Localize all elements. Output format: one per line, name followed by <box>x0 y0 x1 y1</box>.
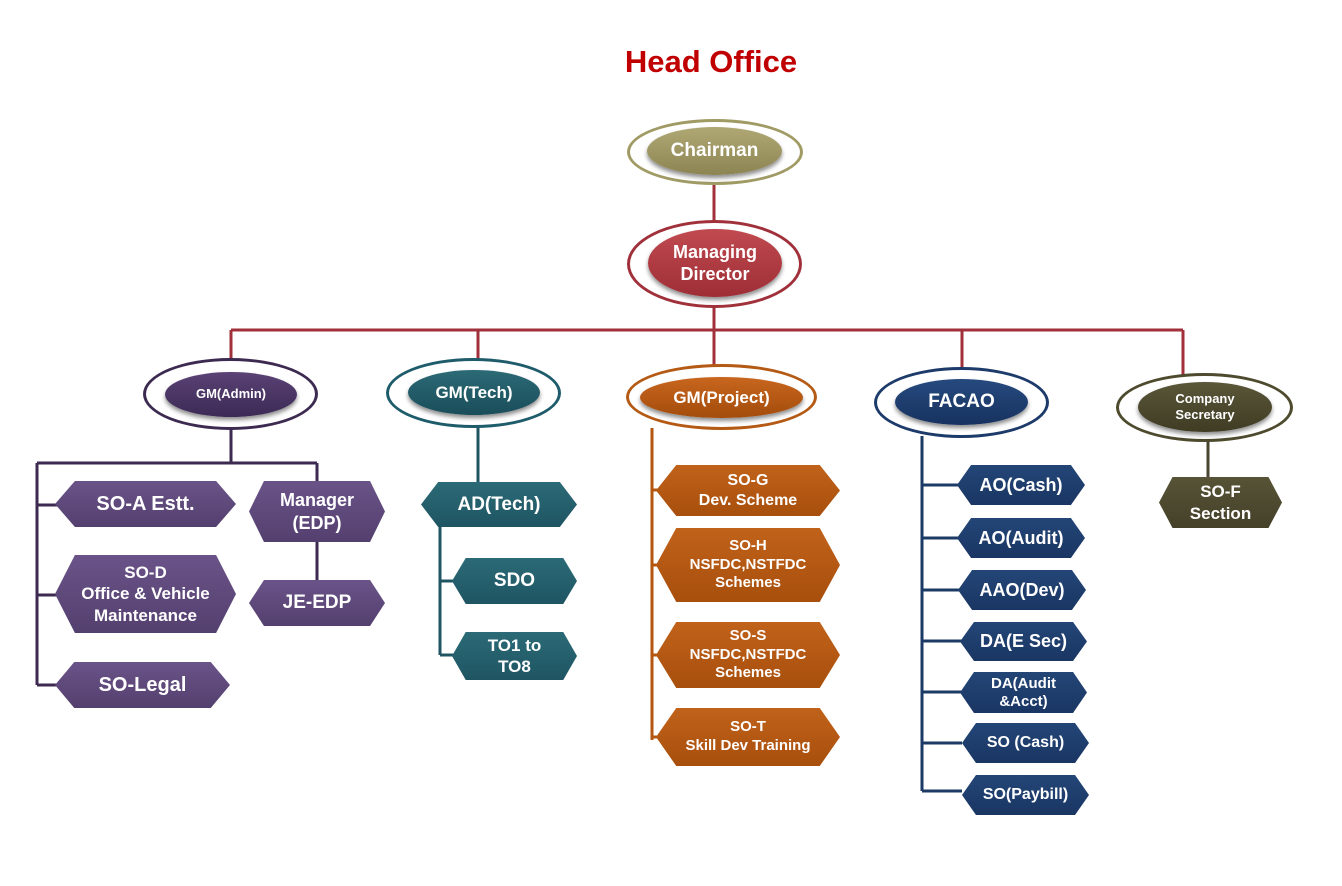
da-audit-label-1: DA(Audit <box>991 675 1056 693</box>
so-s-label: SO-S <box>729 626 767 644</box>
so-d-label: SO-D <box>124 563 167 583</box>
je-edp-label: JE-EDP <box>282 592 352 614</box>
facao-label: FACAO <box>928 391 995 413</box>
chart-title: Head Office <box>624 44 798 79</box>
so-s-desc-1: NSFDC,NSTFDC <box>689 645 807 663</box>
to-label-1: TO1 to <box>487 635 542 655</box>
ao-audit-label: AO(Audit) <box>978 527 1064 548</box>
ao-cash-label: AO(Cash) <box>979 474 1063 495</box>
so-t-node[interactable]: SO-T Skill Dev Training <box>656 708 840 766</box>
so-h-desc-1: NSFDC,NSTFDC <box>689 555 807 573</box>
so-cash-node[interactable]: SO (Cash) <box>962 723 1089 763</box>
so-h-desc-2: Schemes <box>715 574 781 592</box>
so-a-estt-node[interactable]: SO-A Estt. <box>55 481 236 527</box>
so-legal-node[interactable]: SO-Legal <box>55 662 230 708</box>
manager-edp-label-2: (EDP) <box>292 512 342 533</box>
manager-edp-label-1: Manager <box>279 490 355 510</box>
da-audit-acct-node[interactable]: DA(Audit &Acct) <box>960 672 1087 713</box>
ad-tech-label: AD(Tech) <box>457 493 541 515</box>
da-audit-label-2: &Acct) <box>999 692 1048 710</box>
facao-node[interactable]: FACAO <box>895 379 1028 425</box>
md-label: Managing Director <box>673 241 757 285</box>
so-d-desc-2: Maintenance <box>94 605 197 625</box>
so-a-estt-label: SO-A Estt. <box>96 492 195 515</box>
gm-tech-node[interactable]: GM(Tech) <box>408 370 540 415</box>
je-edp-node[interactable]: JE-EDP <box>249 580 385 626</box>
ad-tech-node[interactable]: AD(Tech) <box>421 482 577 527</box>
so-h-label: SO-H <box>729 536 767 554</box>
so-g-node[interactable]: SO-G Dev. Scheme <box>656 465 840 516</box>
so-d-desc-1: Office & Vehicle <box>81 584 210 604</box>
so-h-node[interactable]: SO-H NSFDC,NSTFDC Schemes <box>656 528 840 602</box>
so-cash-label: SO (Cash) <box>986 734 1065 751</box>
gm-admin-label: GM(Admin) <box>195 386 267 402</box>
so-g-label: SO-G <box>727 471 769 489</box>
to-label-2: TO8 <box>498 657 531 676</box>
gm-project-node[interactable]: GM(Project) <box>640 377 803 418</box>
gm-tech-label: GM(Tech) <box>435 382 513 402</box>
chairman-label: Chairman <box>670 140 759 162</box>
so-paybill-node[interactable]: SO(Paybill) <box>962 775 1089 815</box>
da-esec-label: DA(E Sec) <box>979 631 1068 652</box>
so-f-node[interactable]: SO-F Section <box>1159 477 1282 528</box>
to1-to8-node[interactable]: TO1 to TO8 <box>452 632 577 680</box>
so-s-node[interactable]: SO-S NSFDC,NSTFDC Schemes <box>656 622 840 688</box>
so-f-label-2: Section <box>1189 503 1252 523</box>
so-d-node[interactable]: SO-D Office & Vehicle Maintenance <box>55 555 236 633</box>
gm-project-label: GM(Project) <box>673 387 770 407</box>
aao-dev-node[interactable]: AAO(Dev) <box>958 570 1086 610</box>
gm-admin-node[interactable]: GM(Admin) <box>165 372 297 417</box>
managing-director-node[interactable]: Managing Director <box>648 229 782 297</box>
company-secretary-label: Company Secretary <box>1175 390 1235 422</box>
so-t-desc: Skill Dev Training <box>685 737 811 754</box>
aao-dev-label: AAO(Dev) <box>979 579 1065 600</box>
so-legal-label: SO-Legal <box>98 673 187 696</box>
sdo-node[interactable]: SDO <box>452 558 577 604</box>
sdo-label: SDO <box>493 570 536 592</box>
so-s-desc-2: Schemes <box>715 664 781 682</box>
so-t-label: SO-T <box>730 718 766 736</box>
manager-edp-node[interactable]: Manager (EDP) <box>249 481 385 542</box>
ao-audit-node[interactable]: AO(Audit) <box>957 518 1085 558</box>
company-secretary-node[interactable]: Company Secretary <box>1138 382 1272 432</box>
chairman-node[interactable]: Chairman <box>647 127 782 175</box>
so-paybill-label: SO(Paybill) <box>982 786 1069 803</box>
so-g-desc: Dev. Scheme <box>698 491 798 509</box>
ao-cash-node[interactable]: AO(Cash) <box>957 465 1085 505</box>
so-f-label-1: SO-F <box>1200 482 1241 502</box>
da-esec-node[interactable]: DA(E Sec) <box>960 622 1087 661</box>
